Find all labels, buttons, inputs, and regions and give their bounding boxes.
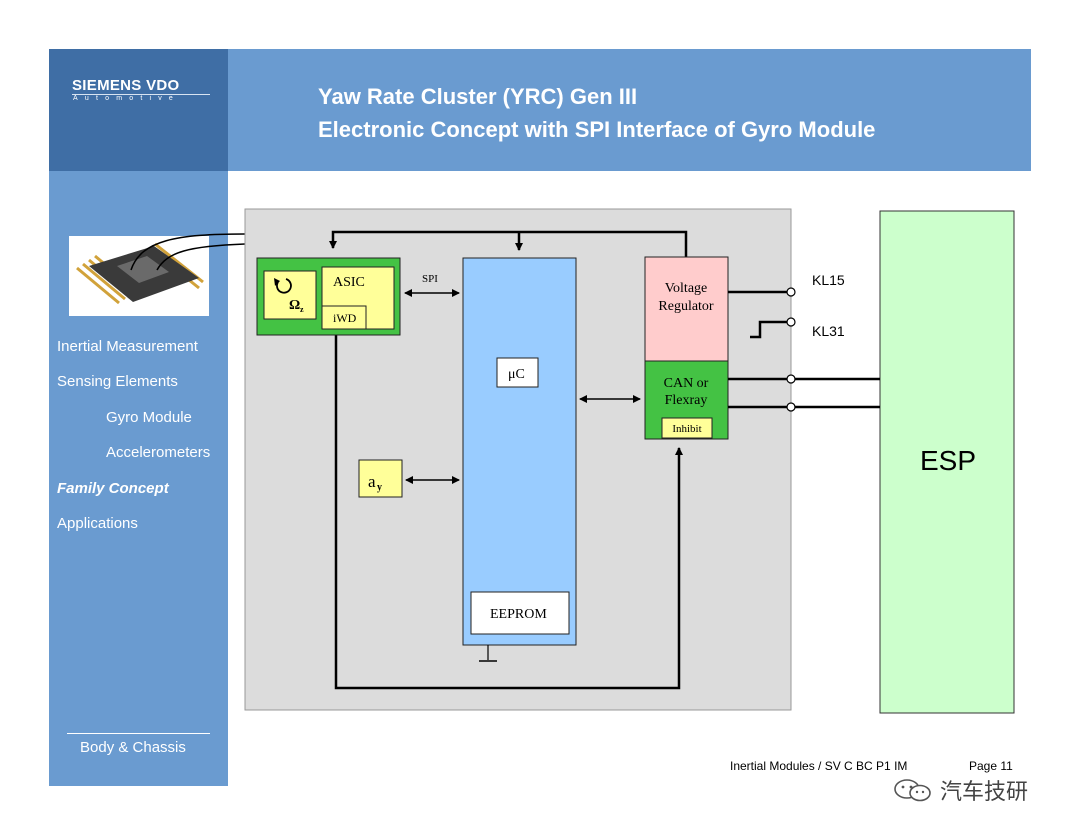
uc-label: μC	[508, 367, 525, 382]
brand-subtitle: Automotive	[73, 95, 181, 102]
sidebar-item-sensing-elements[interactable]: Sensing Elements	[57, 373, 178, 390]
watermark: 汽车技研	[940, 779, 1029, 804]
sidebar-item-accelerometers[interactable]: Accelerometers	[106, 444, 211, 461]
title-bar	[228, 49, 1031, 171]
omega-box	[263, 270, 317, 320]
sidebar-footer-label: Body & Chassis	[80, 739, 186, 756]
asic-label: ASIC	[333, 275, 365, 290]
eeprom-label: EEPROM	[490, 607, 547, 622]
kl31-line	[750, 320, 787, 339]
esp-label: ESP	[920, 445, 976, 476]
kl15-terminal	[786, 287, 796, 297]
esp-block	[879, 210, 1015, 714]
brand-logo: SIEMENS VDO	[72, 77, 180, 94]
ay-accelerometer-box	[358, 459, 403, 498]
wechat-icon	[894, 779, 931, 802]
chip-image	[69, 233, 246, 316]
sidebar-item-applications[interactable]: Applications	[57, 515, 138, 532]
chip-connector-line	[130, 233, 246, 271]
inhibit-label: Inhibit	[672, 423, 701, 435]
iwd-label: iWD	[333, 311, 357, 325]
doc-reference: Inertial Modules / SV C BC P1 IM	[730, 759, 908, 773]
voltage-regulator-block	[644, 256, 729, 362]
kl31-label: KL31	[812, 323, 845, 339]
logo-divider	[72, 94, 210, 95]
sidebar-item-gyro-module[interactable]: Gyro Module	[106, 409, 192, 426]
uc-label-box	[496, 357, 539, 388]
iwd-box	[321, 305, 367, 330]
kl31-terminal	[786, 317, 796, 327]
voltage-regulator-label-1: Voltage	[665, 281, 708, 296]
can-label-1: CAN or	[664, 376, 709, 391]
omega-subscript: z	[300, 305, 304, 314]
page-title-line2: Electronic Concept with SPI Interface of…	[318, 117, 876, 142]
eeprom-box	[470, 591, 570, 635]
rotation-icon	[276, 278, 292, 294]
omega-symbol: Ω	[289, 298, 300, 313]
ay-symbol: a	[368, 472, 376, 491]
kl15-label: KL15	[812, 272, 845, 288]
sidebar-divider	[67, 733, 210, 734]
inhibit-box	[661, 417, 713, 439]
sidebar-item-inertial-measurement[interactable]: Inertial Measurement	[57, 338, 198, 355]
supply-line	[329, 230, 688, 257]
page-title-line1: Yaw Rate Cluster (YRC) Gen III	[318, 84, 638, 109]
voltage-regulator-label-2: Regulator	[658, 299, 714, 314]
microcontroller-block	[462, 257, 577, 646]
can-label-2: Flexray	[665, 393, 708, 408]
ay-subscript: y	[377, 482, 382, 493]
page-number: Page 11	[969, 759, 1013, 773]
sidebar-item-family-concept[interactable]: Family Concept	[57, 480, 169, 497]
logo-area	[49, 49, 228, 171]
spi-label: SPI	[422, 273, 438, 285]
inhibit-line	[334, 335, 683, 690]
